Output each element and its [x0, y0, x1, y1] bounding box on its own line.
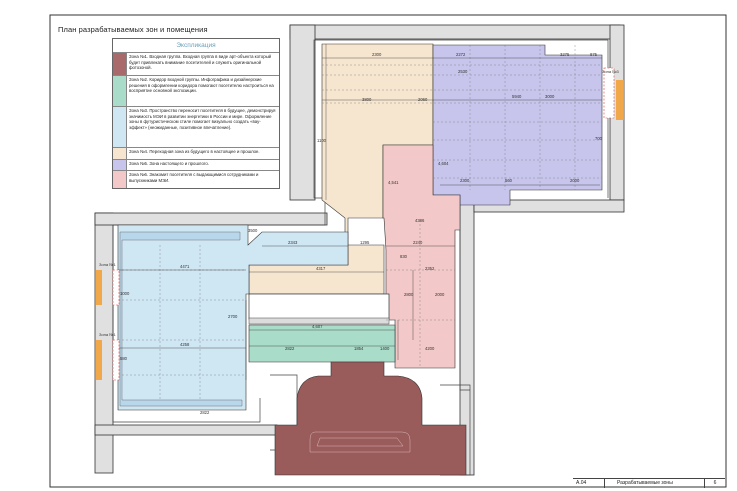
- dim-label: 2272: [456, 52, 466, 57]
- dim-label: 1100: [317, 138, 327, 143]
- legend-text-zone-5: Зона №5. Зона настоящего и прошлого.: [129, 161, 209, 166]
- dim-label: 2352: [425, 266, 435, 271]
- legend-text-zone-2: Зона №2. Коридор входной группы. Инфогра…: [129, 77, 274, 94]
- sheet-number: 6: [713, 480, 717, 486]
- dim-label: 580: [120, 356, 128, 361]
- dim-label: 3275: [560, 52, 570, 57]
- dim-label: 4,541: [388, 180, 399, 185]
- legend-table: Экспликация Зона №1. Входная группа. Вхо…: [112, 38, 280, 189]
- legend-row-zone-4: Зона №4. Переходная зона из будущего в н…: [113, 148, 279, 160]
- central-counter: [248, 293, 390, 320]
- zone-2-area: [248, 324, 396, 363]
- legend-row-zone-1: Зона №1. Входная группа. Входная группа …: [113, 53, 279, 76]
- dimension-labels: 2300 2272 3275 875 2530 5940 2000 560 4,…: [120, 52, 603, 415]
- grid-lines: [118, 45, 602, 400]
- zone-6-area: [382, 144, 461, 369]
- dim-label: 2800: [404, 292, 414, 297]
- dim-label: 1854: [354, 346, 364, 351]
- dimension-lines: [118, 44, 602, 380]
- dim-label: 875: [590, 52, 598, 57]
- zone-3-ribbon: [119, 231, 243, 407]
- zone-tag: Зона №1: [99, 262, 116, 267]
- dim-label: 2343: [288, 240, 298, 245]
- dim-label: 3500: [248, 228, 258, 233]
- zone-tag: Зона №1: [99, 332, 116, 337]
- walls: [94, 24, 625, 476]
- zone-tag: Зона №3: [602, 69, 619, 74]
- legend-text-zone-6: Зона №6. Знакомит посетителя с выдающими…: [129, 172, 259, 183]
- dim-label: 2000: [435, 292, 445, 297]
- dim-label: 5940: [512, 94, 522, 99]
- zone-1-area: [274, 361, 467, 476]
- dim-label: 3000: [545, 94, 555, 99]
- legend-heading: Экспликация: [113, 39, 279, 53]
- plan-title: План разрабатываемых зон и помещения: [58, 25, 208, 34]
- dim-label: 3800: [362, 97, 372, 102]
- dim-label: 2700: [228, 314, 238, 319]
- dim-label: 1000: [120, 291, 130, 296]
- dim-label: 2530: [458, 69, 468, 74]
- zone-1-steps: [309, 431, 411, 453]
- legend-swatch-zone-1: [113, 53, 127, 75]
- dim-label: 2240: [413, 240, 423, 245]
- dim-label: 2822: [285, 346, 295, 351]
- dim-label: 4258: [180, 342, 190, 347]
- dim-label: 830: [400, 254, 408, 259]
- dim-label: 1400: [380, 346, 390, 351]
- dim-label: 2060: [418, 97, 428, 102]
- dim-label: 2300: [460, 178, 470, 183]
- dim-label: 2000: [570, 178, 580, 183]
- zone-tags: Зона №3 Зона №1 Зона №1: [96, 67, 624, 381]
- dim-label: 2300: [372, 52, 382, 57]
- legend-swatch-zone-4: [113, 148, 127, 159]
- legend-swatch-zone-5: [113, 160, 127, 170]
- dim-label: 4386: [415, 218, 425, 223]
- dim-label: 560: [505, 178, 513, 183]
- dim-label: 1295: [360, 240, 370, 245]
- sheet-frame: [49, 14, 727, 488]
- dim-label: 700: [595, 136, 603, 141]
- title-block: А.04 Разрабатываемые зоны 6: [573, 478, 725, 488]
- dim-label: 4,604: [438, 161, 449, 166]
- legend-swatch-zone-2: [113, 76, 127, 106]
- sheet-code: А.04: [573, 479, 605, 488]
- legend-row-zone-5: Зона №5. Зона настоящего и прошлого.: [113, 160, 279, 171]
- dim-label: 4200: [425, 346, 435, 351]
- dim-label: 4471: [180, 264, 190, 269]
- legend-row-zone-2: Зона №2. Коридор входной группы. Инфогра…: [113, 76, 279, 107]
- dim-label: 4,607: [312, 324, 323, 329]
- legend-text-zone-3: Зона №3. Пространство переносит посетите…: [129, 108, 276, 130]
- zone-3-area: [117, 224, 349, 411]
- legend-row-zone-3: Зона №3. Пространство переносит посетите…: [113, 107, 279, 148]
- legend-swatch-zone-3: [113, 107, 127, 147]
- legend-swatch-zone-6: [113, 171, 127, 188]
- legend-text-zone-1: Зона №1. Входная группа. Входная группа …: [129, 54, 272, 71]
- legend-row-zone-6: Зона №6. Знакомит посетителя с выдающими…: [113, 171, 279, 188]
- dim-label: 2822: [200, 410, 210, 415]
- sheet-title: Разрабатываемые зоны: [605, 479, 705, 488]
- dim-label: 4317: [316, 266, 326, 271]
- legend-text-zone-4: Зона №4. Переходная зона из будущего в н…: [129, 149, 260, 154]
